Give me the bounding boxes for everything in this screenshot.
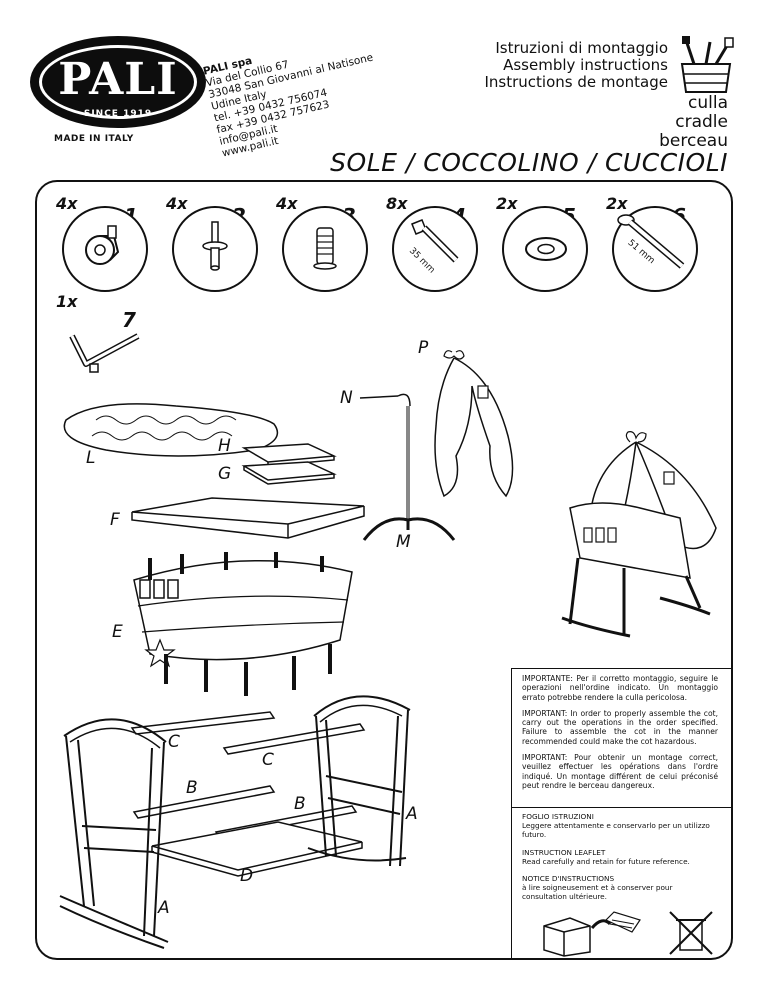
canopy-rod-drawing bbox=[359, 393, 456, 541]
label-G: G bbox=[218, 464, 232, 484]
part-4-qty: 8x bbox=[386, 194, 408, 213]
rail-b-left-drawing bbox=[132, 785, 276, 819]
part-6-qty: 2x bbox=[606, 194, 628, 213]
bolt-51mm-icon bbox=[617, 214, 685, 269]
warning-fr: IMPORTANT: Pour obtenir un montage corre… bbox=[522, 753, 718, 790]
part-2-qty: 4x bbox=[166, 194, 188, 213]
part-1-qty: 4x bbox=[56, 194, 78, 213]
label-B-2: B bbox=[294, 794, 306, 814]
bolt-35mm-icon bbox=[411, 219, 459, 263]
part-3-qty: 4x bbox=[276, 194, 298, 213]
label-L: L bbox=[86, 448, 96, 468]
logo-inner-ring bbox=[39, 45, 197, 119]
canopy-p-drawing bbox=[434, 350, 514, 498]
instructions-fr: Instructions de montage bbox=[484, 73, 668, 91]
part-4-circle bbox=[392, 206, 478, 292]
type-it: culla bbox=[688, 93, 728, 113]
label-N: N bbox=[340, 388, 353, 408]
warning-it: IMPORTANTE: Per il corretto montaggio, s… bbox=[522, 674, 718, 702]
sheet-g-drawing bbox=[241, 461, 337, 485]
instructions-frame bbox=[35, 180, 733, 960]
allen-key-icon bbox=[69, 333, 140, 373]
product-title: SOLE / COCCOLINO / CUCCIOLI bbox=[330, 148, 728, 177]
toolbox-icon bbox=[680, 36, 734, 93]
leaflet-en-title: INSTRUCTION LEAFLET bbox=[522, 847, 606, 857]
warnings-divider bbox=[511, 807, 733, 808]
pin-connector-icon bbox=[202, 221, 228, 271]
type-en: cradle bbox=[675, 112, 728, 132]
label-A-2: A bbox=[406, 804, 418, 824]
product-type: culla cradle berceau bbox=[659, 94, 728, 151]
label-F: F bbox=[110, 510, 120, 530]
logo-since: SINCE 1919 bbox=[83, 109, 153, 119]
leaflet-it-title: FOGLIO ISTRUZIONI bbox=[522, 812, 594, 821]
threaded-insert-icon bbox=[313, 227, 337, 270]
mattress-pad-drawing bbox=[63, 403, 279, 457]
made-in-italy: MADE IN ITALY bbox=[54, 134, 134, 144]
type-fr: berceau bbox=[659, 131, 728, 151]
label-B-1: B bbox=[186, 778, 198, 798]
caster-wheel-icon bbox=[85, 225, 120, 265]
rail-c-bottom-drawing bbox=[222, 723, 366, 755]
leaflet-fr-title: NOTICE D'INSTRUCTIONS bbox=[522, 874, 615, 884]
mattress-f-drawing bbox=[131, 497, 365, 539]
logo-wordmark: PALI bbox=[58, 54, 178, 105]
label-E: E bbox=[112, 622, 123, 642]
no-discard-bin-icon bbox=[669, 911, 713, 955]
instructions-en: Assembly instructions bbox=[503, 56, 668, 74]
part-5-qty: 2x bbox=[496, 194, 518, 213]
label-C-2: C bbox=[262, 750, 274, 770]
instructions-heading: Istruzioni di montaggio Assembly instruc… bbox=[484, 40, 668, 91]
label-P: P bbox=[418, 338, 429, 358]
warnings-box bbox=[511, 668, 733, 960]
washer-icon bbox=[525, 237, 567, 261]
label-H: H bbox=[218, 436, 231, 456]
leaflet-it-text: Leggere attentamente e conservarlo per u… bbox=[522, 821, 710, 840]
part-7-qty: 1x bbox=[56, 292, 78, 311]
basket-e-drawing bbox=[133, 552, 353, 696]
base-board-d-drawing bbox=[151, 821, 363, 877]
pali-logo: PALI SINCE 1919 bbox=[30, 36, 208, 136]
end-panel-a-right-drawing bbox=[307, 695, 411, 867]
warning-en: IMPORTANT: In order to properly assemble… bbox=[522, 708, 718, 746]
keep-leaflet-icon bbox=[543, 911, 641, 957]
label-D: D bbox=[240, 866, 254, 886]
label-M: M bbox=[396, 532, 411, 552]
assembled-cradle-drawing bbox=[561, 431, 717, 638]
label-C-1: C bbox=[168, 732, 180, 752]
warnings-text: IMPORTANTE: Per il corretto montaggio, s… bbox=[522, 674, 718, 797]
instructions-it: Istruzioni di montaggio bbox=[495, 39, 668, 57]
company-address: PALI spa Via del Collio 67 33048 San Gio… bbox=[202, 28, 388, 159]
leaflet-fr-text: à lire soigneusement et à conserver pour… bbox=[522, 883, 673, 902]
part-7-number: 7 bbox=[122, 308, 136, 332]
label-A-1: A bbox=[158, 898, 170, 918]
end-panel-a-left-drawing bbox=[59, 718, 169, 949]
leaflet-en-text: Read carefully and retain for future ref… bbox=[522, 856, 690, 866]
